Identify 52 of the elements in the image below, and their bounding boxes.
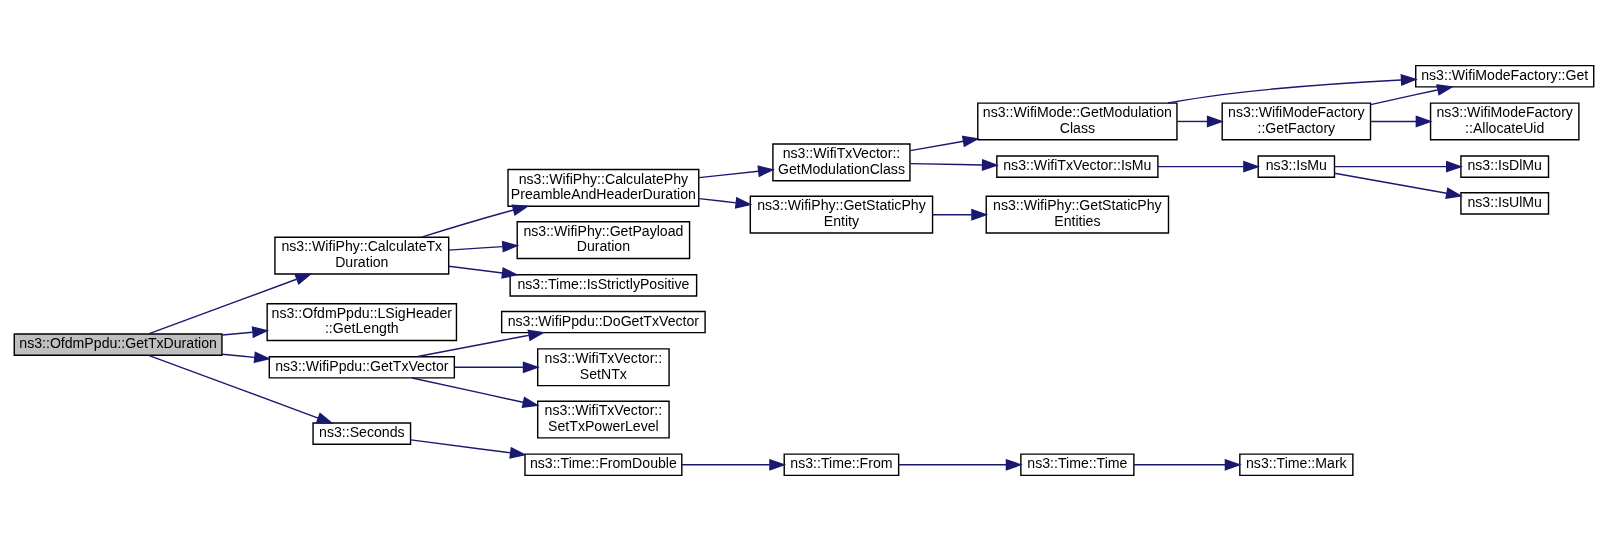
node-box: ns3::WifiPhy::CalculateTx Duration — [274, 236, 450, 275]
node-box: ns3::WifiModeFactory ::GetFactory — [1221, 101, 1372, 141]
node-box: ns3::OfdmPpdu::GetTxDuration — [13, 332, 223, 356]
arrow — [909, 158, 999, 171]
arrow — [1333, 160, 1463, 173]
arrow — [147, 272, 313, 335]
arrow — [1167, 73, 1418, 104]
node-box: ns3::Time::From — [783, 452, 900, 476]
arrow — [698, 164, 775, 178]
arrow — [1333, 172, 1463, 199]
node-box: ns3::IsMu — [1257, 154, 1336, 178]
arrow — [698, 196, 753, 209]
node-box: ns3::WifiTxVector:: SetTxPowerLevel — [537, 399, 670, 439]
node-box: ns3::Seconds — [312, 421, 412, 445]
arrow — [221, 350, 272, 363]
node-box: ns3::OfdmPpdu::LSigHeader ::GetLength — [266, 302, 458, 341]
node-box: ns3::WifiModeFactory ::AllocateUid — [1429, 101, 1580, 141]
arrow — [681, 458, 787, 471]
arrow — [411, 376, 540, 408]
arrow — [420, 203, 530, 238]
node-box: ns3::Time::IsStrictlyPositive — [509, 273, 698, 297]
node-box: ns3::WifiTxVector::IsMu — [996, 154, 1159, 178]
arrow — [1157, 160, 1261, 173]
node-box: ns3::WifiTxVector:: GetModulationClass — [772, 142, 911, 181]
node-box: ns3::Time::Time — [1020, 452, 1135, 476]
node-box: ns3::IsDlMu — [1460, 154, 1550, 178]
node-box: ns3::Time::FromDouble — [524, 452, 683, 476]
arrow — [417, 329, 546, 357]
arrow — [909, 135, 980, 151]
node-box: ns3::WifiPhy::GetPayload Duration — [516, 220, 691, 259]
node-box: ns3::WifiPhy::CalculatePhy PreambleAndHeaderDuration — [507, 168, 700, 207]
arrow — [147, 354, 334, 424]
node-box: ns3::WifiMode::GetModulation Class — [977, 101, 1178, 141]
arrow — [1133, 458, 1242, 471]
arrow — [1370, 115, 1433, 127]
arrow — [1370, 83, 1454, 105]
node-box: ns3::WifiPhy::GetStaticPhy Entities — [985, 195, 1170, 234]
arrow — [454, 360, 540, 373]
arrow — [932, 208, 989, 221]
arrow — [221, 325, 270, 338]
node-box: ns3::Time::Mark — [1239, 452, 1354, 476]
arrow — [448, 265, 519, 279]
node-box: ns3::WifiTxVector:: SetNTx — [537, 347, 670, 386]
arrow — [410, 438, 527, 459]
arrow — [448, 240, 520, 253]
node-box: ns3::WifiPhy::GetStaticPhy Entity — [749, 195, 934, 234]
node-box: ns3::WifiPpdu::GetTxVector — [268, 355, 456, 379]
arrow — [1176, 115, 1224, 127]
node-box: ns3::WifiPpdu::DoGetTxVector — [500, 310, 706, 333]
arrow — [897, 458, 1023, 471]
node-box: ns3::IsUlMu — [1460, 191, 1550, 215]
node-box: ns3::WifiModeFactory::Get — [1415, 64, 1595, 88]
